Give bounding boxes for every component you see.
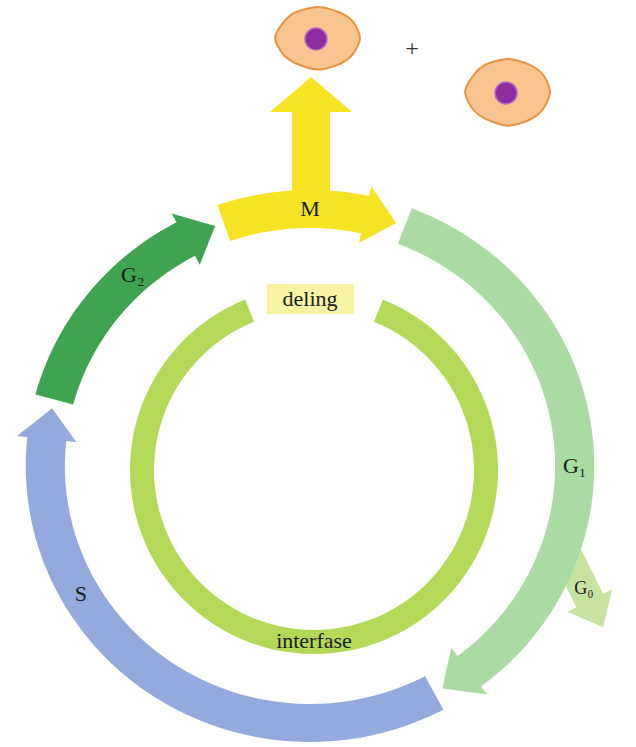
phase-name: deling [283,287,338,311]
s-arrow [17,408,443,742]
phase-arrow-g0: G₀ [570,577,597,601]
phase-arrow-m: M [296,195,324,223]
interphase-ring-band [130,299,498,654]
phase-arrow-g2: G₂ [117,261,149,289]
daughter-cell [275,7,360,70]
interphase-ring: interfase [272,627,356,655]
phase-name: G₂ [121,263,145,287]
phase-name: G₀ [574,579,593,599]
division-up-arrow [270,77,352,208]
phase-arrow-g1: G₁ [559,452,591,480]
cell-nucleus [305,28,327,50]
phase-arrow-s: S [71,580,91,608]
division-band: deling [267,284,354,314]
cell-membrane [275,7,360,70]
phase-name: S [75,582,87,606]
cell-membrane [465,59,550,126]
phase-name: G₁ [563,454,587,478]
phase-name: M [300,197,320,221]
daughter-cell [465,59,550,126]
g2-arrow [35,213,215,404]
phase-name: interfase [276,629,352,653]
g1-arrow [398,208,594,694]
cell-nucleus [495,82,517,104]
plus-sign: + [405,35,419,61]
